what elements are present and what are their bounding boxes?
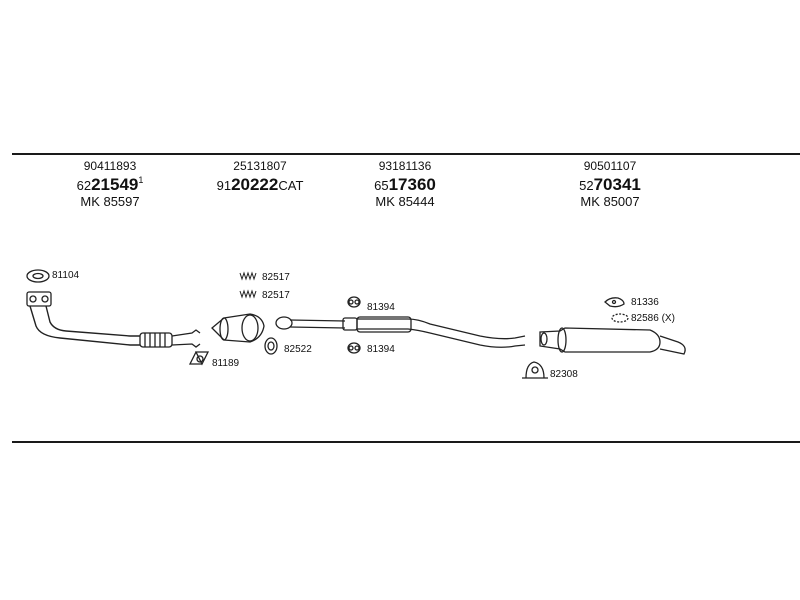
part-label-82517: 82517 xyxy=(262,272,290,283)
part-group-rear-silencer: 90501107 5270341 MK 85007 xyxy=(540,160,680,209)
part-label-81394: 81394 xyxy=(367,302,395,313)
part-code: 9120222CAT xyxy=(216,174,304,194)
part-label-81394: 81394 xyxy=(367,344,395,355)
part-code: 6517360 xyxy=(374,174,436,194)
front-pipe xyxy=(29,305,140,346)
catalytic-converter-icon xyxy=(211,313,265,343)
part-label-82522: 82522 xyxy=(284,344,312,355)
top-divider xyxy=(12,153,800,155)
mk-number: MK 85007 xyxy=(580,194,640,210)
reference-number: 90411893 xyxy=(83,159,137,173)
spring-bolt-icon xyxy=(239,271,257,299)
clamp-icon xyxy=(522,361,548,379)
reference-number: 93181136 xyxy=(378,159,432,173)
flex-joint-icon xyxy=(139,332,173,348)
rubber-hanger-icon xyxy=(347,342,361,354)
rubber-hanger-icon xyxy=(347,296,361,308)
rubber-hanger-icon xyxy=(604,297,625,308)
ring-icon xyxy=(611,313,629,323)
triangle-gasket-icon xyxy=(188,351,210,366)
part-label-81189: 81189 xyxy=(212,358,240,369)
bottom-divider xyxy=(12,441,800,443)
part-label-82308: 82308 xyxy=(550,369,578,380)
rear-silencer-icon xyxy=(539,327,686,355)
mk-number: MK 85597 xyxy=(80,194,140,210)
middle-pipe xyxy=(275,316,526,348)
part-label-82517: 82517 xyxy=(262,290,290,301)
part-label-81336: 81336 xyxy=(631,297,659,308)
reference-number: 25131807 xyxy=(233,159,287,173)
mk-number: MK 85444 xyxy=(375,194,435,210)
ring-icon xyxy=(264,337,278,355)
part-code: 5270341 xyxy=(579,174,641,194)
part-label-82586: 82586 (X) xyxy=(631,313,675,324)
part-label-81104: 81104 xyxy=(52,270,80,281)
reference-number: 90501107 xyxy=(583,159,637,173)
clamp-icon xyxy=(342,317,358,331)
part-group-front-pipe: 90411893 62215491 MK 85597 xyxy=(40,160,180,209)
part-code: 62215491 xyxy=(76,174,144,194)
gasket-icon xyxy=(26,269,50,283)
part-group-middle-silencer: 93181136 6517360 MK 85444 xyxy=(340,160,470,209)
part-group-catalyst: 25131807 9120222CAT xyxy=(185,160,335,193)
flange-icon xyxy=(26,291,52,307)
